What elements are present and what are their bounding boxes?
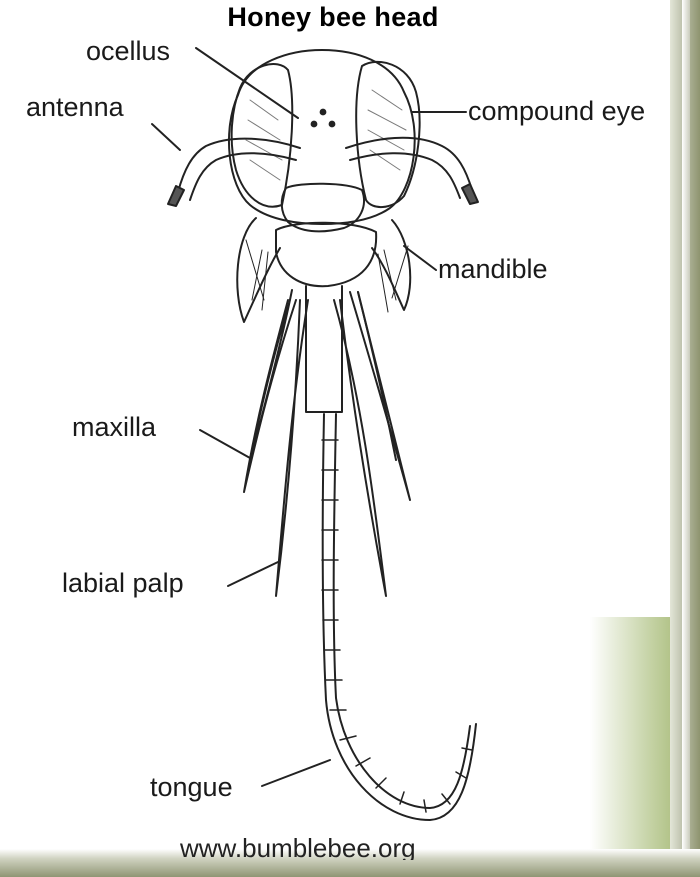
- right-maxilla: [350, 292, 410, 500]
- left-mandible: [237, 218, 280, 322]
- right-mandible: [372, 220, 410, 310]
- tongue-leader: [262, 760, 330, 786]
- glossa: [323, 414, 476, 820]
- antenna-leader: [152, 124, 180, 150]
- label-compound-eye: compound eye: [468, 96, 645, 127]
- labrum: [276, 223, 376, 286]
- ocellus-dot: [312, 122, 317, 127]
- label-antenna: antenna: [26, 92, 124, 123]
- label-ocellus: ocellus: [86, 36, 170, 67]
- diagram-title: Honey bee head: [0, 2, 666, 33]
- label-mandible: mandible: [438, 254, 548, 285]
- label-maxilla: maxilla: [72, 412, 156, 443]
- labial-palp-leader: [228, 562, 278, 586]
- label-tongue: tongue: [150, 772, 233, 803]
- prementum: [306, 286, 342, 412]
- label-labial-palp: labial palp: [62, 568, 184, 599]
- right-compound-eye: [356, 62, 419, 207]
- head-capsule: [229, 50, 415, 224]
- left-compound-eye: [232, 64, 293, 207]
- left-labial-palp: [276, 300, 308, 596]
- ocellus-leader: [196, 48, 298, 118]
- source-watermark: www.bumblebee.org: [180, 833, 416, 860]
- maxilla-leader: [200, 430, 250, 458]
